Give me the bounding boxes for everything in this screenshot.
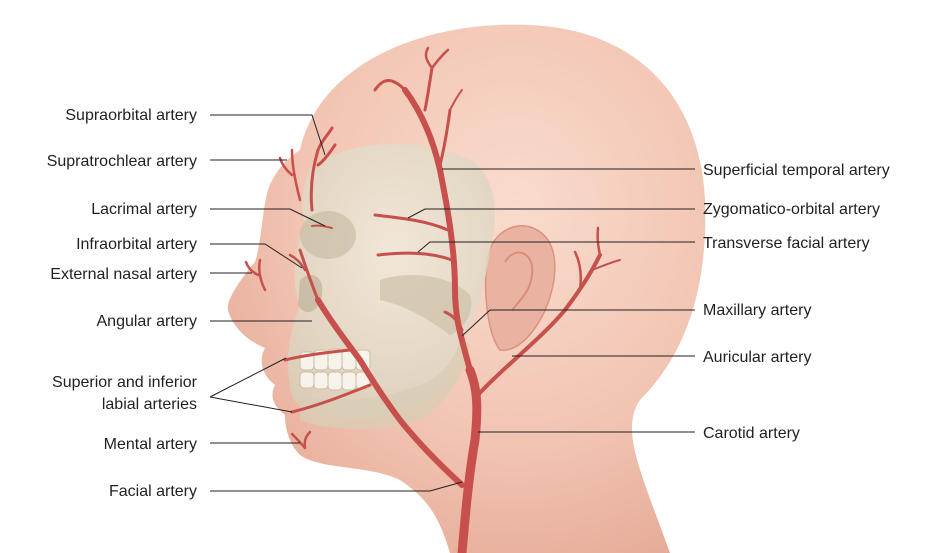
label-facial: Facial artery (109, 483, 197, 500)
label-maxillary: Maxillary artery (703, 302, 811, 319)
label-mental: Mental artery (104, 436, 197, 453)
label-labial-line2: labial arteries (102, 396, 197, 413)
label-supraorbital: Supraorbital artery (65, 107, 197, 124)
label-angular: Angular artery (97, 313, 198, 330)
label-zygomatico-orbital: Zygomatico-orbital artery (703, 201, 880, 218)
label-superficial-temporal: Superficial temporal artery (703, 162, 890, 179)
label-auricular: Auricular artery (703, 349, 811, 366)
label-supratrochlear: Supratrochlear artery (47, 153, 197, 170)
labels-left: Supraorbital artery Supratrochlear arter… (47, 107, 198, 500)
label-labial-line1: Superior and inferior (52, 374, 198, 391)
label-infraorbital: Infraorbital artery (76, 236, 197, 253)
label-transverse-facial: Transverse facial artery (703, 235, 870, 252)
label-carotid: Carotid artery (703, 425, 800, 442)
labels-right: Superficial temporal artery Zygomatico-o… (703, 162, 890, 442)
label-external-nasal: External nasal artery (50, 266, 197, 283)
label-lacrimal: Lacrimal artery (91, 201, 197, 218)
